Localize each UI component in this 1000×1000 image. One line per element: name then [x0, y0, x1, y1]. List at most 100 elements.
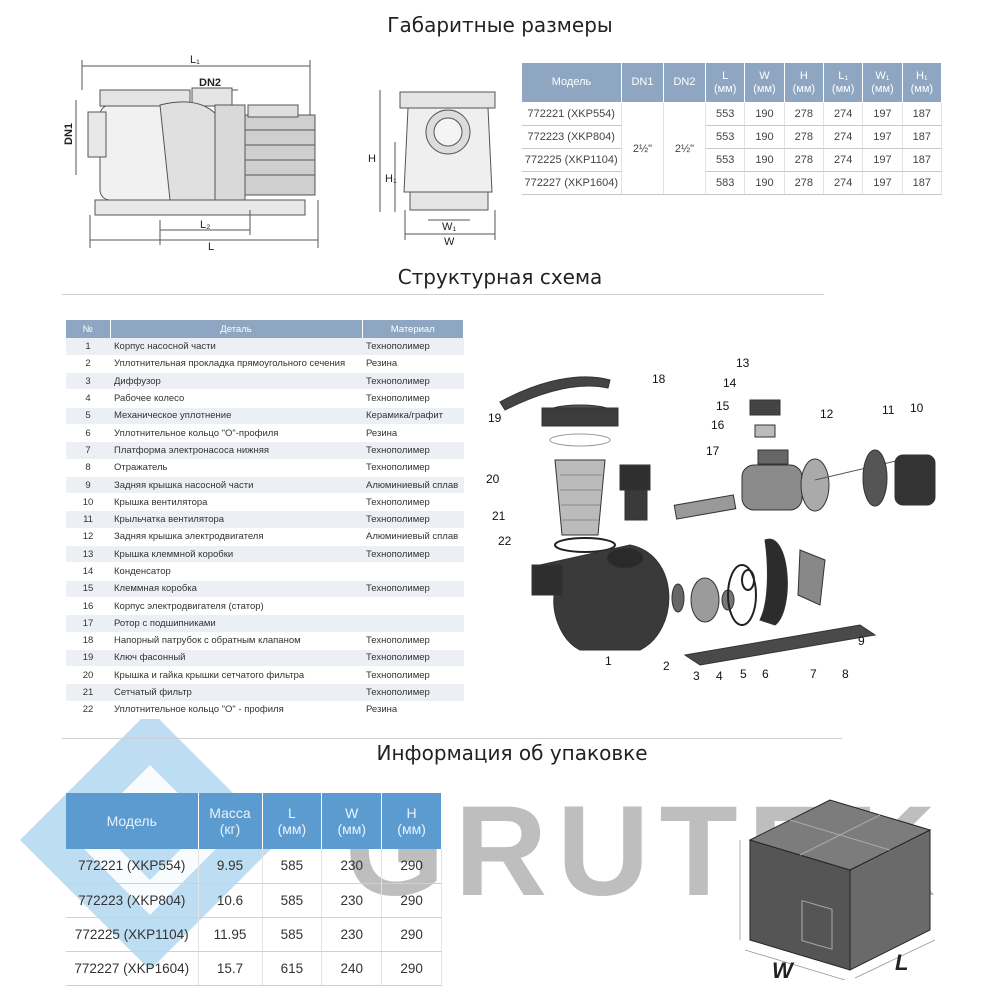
callout-7: 7 — [810, 667, 817, 681]
table-row: 772227 (XKP1604) 583 190 278 274 197 187 — [521, 171, 943, 195]
parts-table-header: № Деталь Материал — [66, 320, 464, 338]
parts-cell-material: Технополимер — [362, 459, 464, 477]
parts-cell-part: Рабочее колесо — [110, 389, 362, 408]
dim-header-l1: L₁ (мм) — [822, 62, 864, 103]
parts-cell-n: 7 — [66, 441, 110, 460]
dim-header-h: H (мм) — [783, 62, 824, 103]
parts-cell-part: Крышка клеммной коробки — [110, 545, 362, 564]
parts-cell-part: Задняя крышка электродвигателя — [110, 528, 362, 547]
packaging-table-header: Модель Масса (кг) L (мм) W (мм) H (мм) — [66, 793, 442, 849]
pack-cell-l: 585 — [262, 917, 323, 952]
callout-17: 17 — [706, 444, 720, 458]
parts-cell-n: 22 — [66, 701, 110, 720]
label-W: W — [444, 236, 455, 248]
table-row: 772221 (XKP554) 2½" 2½" 553 190 278 274 … — [521, 102, 943, 195]
callout-16: 16 — [711, 418, 725, 432]
parts-cell-n: 3 — [66, 372, 110, 391]
parts-cell-n: 14 — [66, 562, 110, 581]
parts-cell-n: 16 — [66, 597, 110, 616]
divider — [62, 738, 842, 739]
parts-header-number: № — [66, 320, 111, 338]
parts-cell-part: Крышка и гайка крышки сетчатого фильтра — [110, 666, 362, 685]
packaging-table: Модель Масса (кг) L (мм) W (мм) H (мм) 7… — [66, 793, 442, 986]
callout-9: 9 — [858, 634, 865, 648]
parts-cell-part: Платформа электронасоса нижняя — [110, 441, 362, 460]
parts-header-material: Материал — [362, 320, 464, 338]
parts-cell-part: Уплотнительное кольцо "О" - профиля — [110, 701, 362, 720]
parts-cell-material: Резина — [362, 424, 464, 443]
parts-cell-material: Алюминиевый сплав — [362, 528, 464, 547]
table-row: 772223 (XKP804) 553 190 278 274 197 187 — [521, 125, 943, 149]
parts-cell-material: Технополимер — [362, 441, 464, 460]
parts-cell-material: Технополимер — [362, 389, 464, 408]
pack-header-l: L (мм) — [262, 793, 323, 849]
parts-cell-part: Ротор с подшипниками — [110, 614, 362, 633]
parts-cell-n: 21 — [66, 683, 110, 702]
pack-header-model: Модель — [66, 793, 199, 849]
pack-header-mass: Масса (кг) — [198, 793, 263, 849]
dim-header-model: Модель — [521, 62, 622, 103]
parts-cell-n: 18 — [66, 632, 110, 650]
pump-exploded-view: 19 20 21 22 18 13 14 15 16 17 12 11 10 9… — [486, 356, 936, 683]
parts-cell-n: 13 — [66, 545, 110, 564]
parts-cell-material — [362, 614, 464, 633]
dn2-value: 2½" — [663, 102, 706, 195]
parts-cell-n: 11 — [66, 510, 110, 529]
callout-3: 3 — [693, 669, 700, 683]
pump-front-view-drawing: H H₁ W₁ W — [368, 90, 496, 248]
pack-header-w: W (мм) — [321, 793, 383, 849]
parts-cell-n: 4 — [66, 389, 110, 408]
parts-cell-part: Крыльчатка вентилятора — [110, 510, 362, 529]
parts-header-part: Деталь — [110, 320, 363, 338]
pack-cell-w: 230 — [321, 917, 383, 952]
parts-cell-material: Алюминиевый сплав — [362, 476, 464, 495]
callout-22: 22 — [498, 534, 512, 548]
dim-header-h1: H₁ (мм) — [901, 62, 943, 103]
parts-cell-n: 12 — [66, 528, 110, 547]
pack-cell-h: 290 — [381, 883, 442, 918]
structure-title: Структурная схема — [397, 265, 603, 289]
parts-cell-n: 20 — [66, 666, 110, 685]
parts-cell-material — [362, 562, 464, 581]
dimensions-title: Габаритные размеры — [387, 13, 613, 37]
pack-cell-mass: 10.6 — [198, 883, 263, 918]
label-L1: L₁ — [190, 54, 200, 66]
label-DN2: DN2 — [199, 77, 221, 89]
pack-cell-w: 230 — [321, 849, 383, 884]
callout-2: 2 — [663, 659, 670, 673]
pack-header-h: H (мм) — [381, 793, 442, 849]
pack-cell-mass: 9.95 — [198, 849, 263, 884]
parts-cell-part: Механическое уплотнение — [110, 407, 362, 425]
callout-12: 12 — [820, 407, 834, 421]
parts-cell-n: 1 — [66, 338, 110, 356]
pack-cell-model: 772227 (XKP1604) — [66, 951, 199, 986]
packaging-title: Информация об упаковке — [376, 741, 648, 765]
parts-cell-material — [362, 597, 464, 616]
parts-cell-part: Корпус электродвигателя (статор) — [110, 597, 362, 616]
pump-side-view-drawing: L₁ DN2 DN1 L₂ L — [63, 54, 319, 250]
callout-15: 15 — [716, 399, 730, 413]
parts-cell-material: Резина — [362, 701, 464, 720]
pack-cell-h: 290 — [381, 917, 442, 952]
parts-cell-part: Уплотнительная прокладка прямоугольного … — [110, 355, 362, 374]
parts-cell-n: 10 — [66, 493, 110, 512]
callout-10: 10 — [910, 401, 924, 415]
